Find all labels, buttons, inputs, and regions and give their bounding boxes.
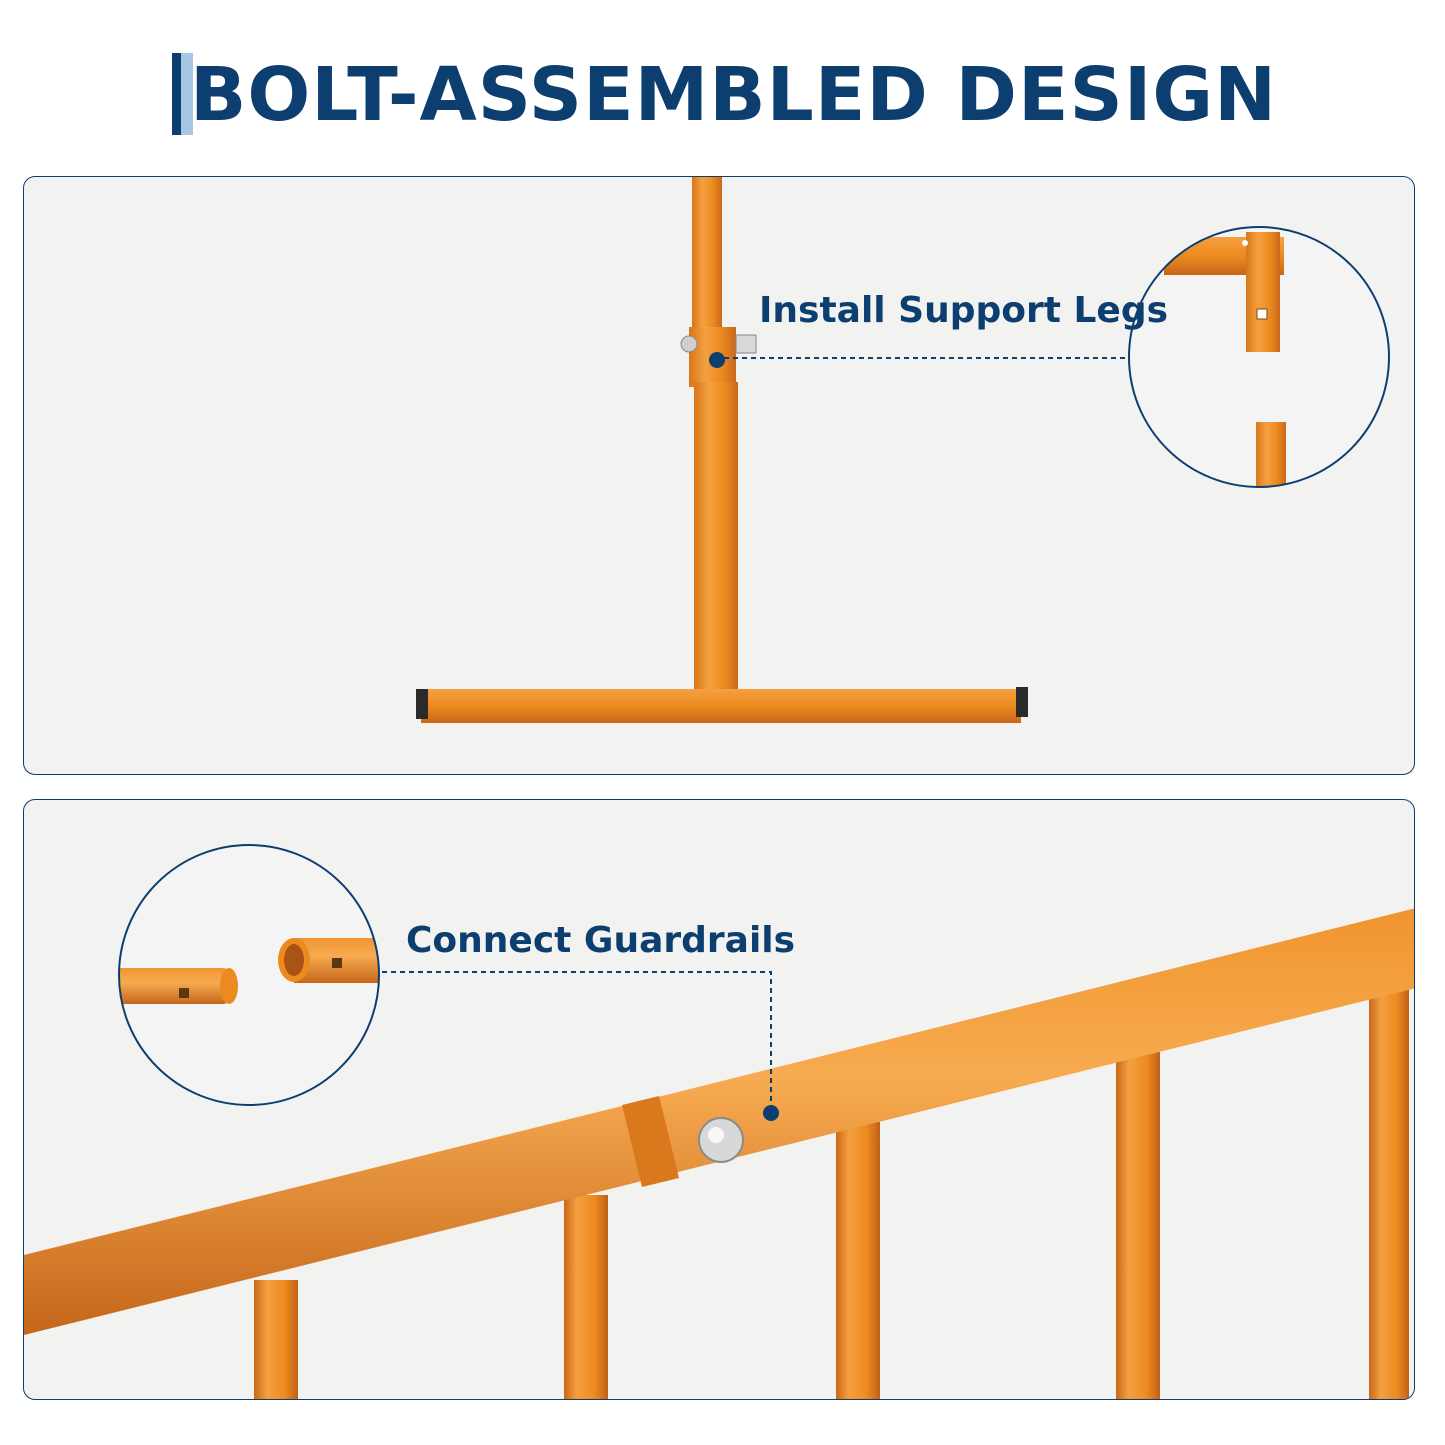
guardrails-panel: Connect Guardrails xyxy=(23,799,1415,1400)
callout-dot xyxy=(709,352,725,368)
inset-circle xyxy=(1129,227,1389,487)
guardrail-photo xyxy=(24,844,1414,1399)
install-support-legs-label: Install Support Legs xyxy=(759,290,1169,331)
connect-guardrails-label: Connect Guardrails xyxy=(406,920,796,961)
callout-dot xyxy=(763,1105,779,1121)
title-accent-bar xyxy=(172,53,181,135)
page-title: BOLT-ASSEMBLED DESIGN xyxy=(190,52,1278,138)
callout-dashed-line xyxy=(382,971,772,1105)
header: BOLT-ASSEMBLED DESIGN xyxy=(0,40,1445,150)
inset-circle xyxy=(119,845,379,1105)
support-leg-photo xyxy=(416,177,1390,723)
support-legs-panel: Install Support Legs xyxy=(23,176,1415,775)
title-accent-bar-light xyxy=(181,53,193,135)
